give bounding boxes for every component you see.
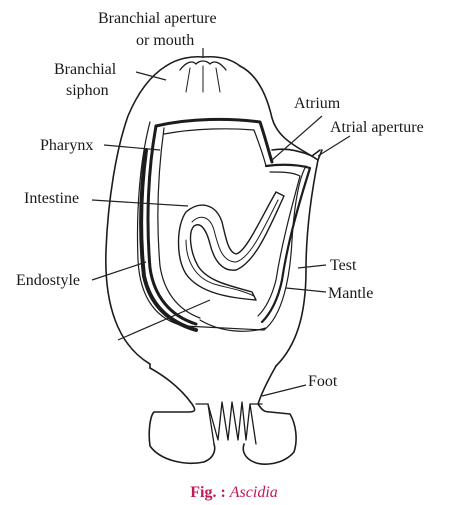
test-body-outline-right — [239, 65, 319, 367]
gut-loop — [177, 191, 285, 301]
leader-pharynx — [103, 144, 161, 151]
foot-outline-left — [148, 367, 216, 464]
atrium-band-inner — [257, 171, 301, 317]
leader-test — [297, 264, 327, 269]
leader-endostyle — [91, 261, 147, 281]
atrium-band — [260, 163, 312, 324]
label-branchial-aperture-line2: or mouth — [136, 32, 194, 49]
label-atrial-aperture: Atrial aperture — [330, 119, 424, 136]
label-test: Test — [330, 257, 357, 274]
foot-outline-right — [242, 365, 297, 465]
leader-branchial-siphon — [135, 71, 167, 81]
leader-atrial-aperture — [317, 135, 351, 157]
caption-name: Ascidia — [229, 484, 278, 501]
leader-unlabeled — [117, 299, 211, 341]
pharynx-wall-left-inner — [157, 127, 201, 319]
pharynx-wall-top — [154, 117, 274, 164]
label-endostyle: Endostyle — [16, 272, 80, 289]
label-branchial-siphon-line1: Branchial — [54, 61, 117, 78]
visceral-mass — [199, 319, 267, 332]
label-branchial-aperture-line1: Branchial aperture — [98, 10, 217, 27]
label-mantle: Mantle — [328, 285, 373, 302]
mouth-lobes — [179, 60, 227, 71]
endostyle-band — [139, 148, 198, 332]
labels: Branchial aperture or mouth Branchial si… — [16, 10, 424, 390]
label-intestine: Intestine — [24, 190, 79, 207]
label-atrium: Atrium — [294, 95, 341, 112]
mouth-ridges — [185, 65, 221, 93]
leader-foot — [261, 384, 307, 397]
foot-teeth — [207, 401, 257, 445]
leader-intestine — [91, 199, 189, 207]
label-pharynx: Pharynx — [40, 137, 93, 154]
caption-prefix: Fig. : — [190, 484, 230, 501]
pharynx-wall-top-inner — [163, 128, 267, 167]
leader-lines — [91, 48, 351, 397]
leader-mantle — [285, 287, 327, 293]
label-branchial-siphon-line2: siphon — [66, 82, 109, 99]
gut-inner-line-2 — [185, 239, 255, 297]
ascidia-drawing — [105, 55, 323, 465]
pharynx-wall-left — [146, 124, 198, 326]
label-foot: Foot — [308, 373, 338, 390]
gut-inner-line — [191, 199, 279, 263]
figure-caption: Fig. : Ascidia — [190, 484, 278, 501]
leader-atrium — [271, 115, 323, 161]
